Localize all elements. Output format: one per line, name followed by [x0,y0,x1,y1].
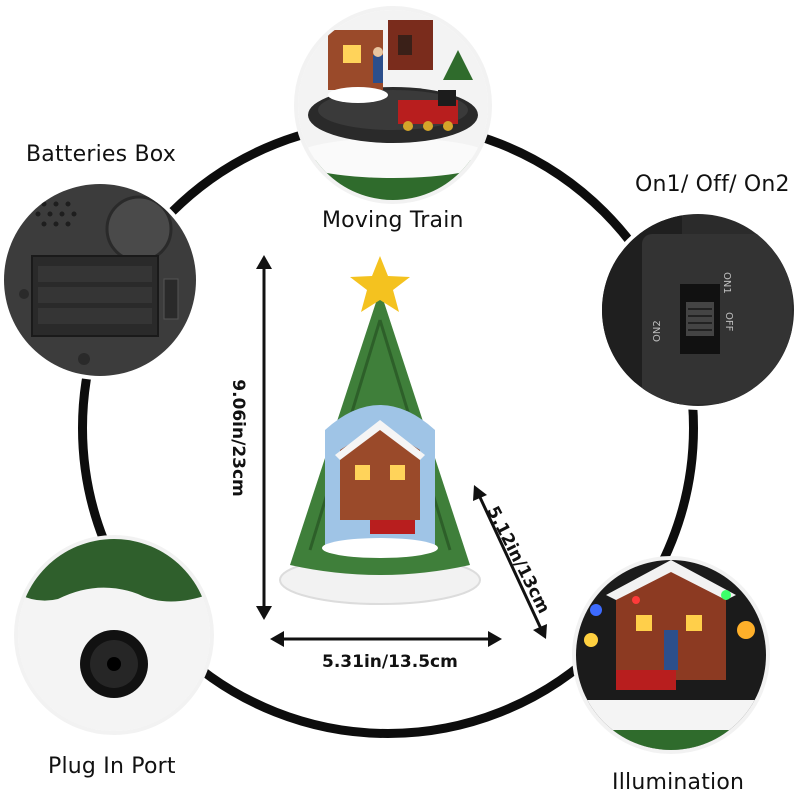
star-icon [350,256,410,312]
batteries-box-photo [0,180,200,380]
moving-train-label: Moving Train [322,208,464,233]
switch-off-mark: OFF [723,312,734,332]
width-arrow [270,631,502,647]
depth-arrow [473,485,547,639]
switch-photo: ON1 OFF ON2 [598,210,798,410]
switch-on2-mark: ON2 [652,320,663,342]
width-dimension: 5.31in/13.5cm [322,652,458,672]
switch-illustration: ON1 OFF ON2 [602,214,794,406]
plug-in-port-photo [14,535,214,735]
battery-compartment-illustration [4,184,196,376]
illuminated-house-illustration [576,560,766,750]
power-port-illustration [18,539,210,731]
plug-in-port-label: Plug In Port [48,754,176,779]
batteries-box-label: Batteries Box [26,142,177,167]
illumination-label: Illumination [612,770,745,795]
switch-label: On1/ Off/ On2 [635,172,790,197]
height-arrow [256,255,272,620]
height-dimension: 9.06in/23cm [228,379,248,497]
train-illustration [298,10,488,200]
moving-train-photo [294,6,492,204]
switch-on1-mark: ON1 [721,272,732,294]
illumination-photo [572,556,770,754]
christmas-tree-product [279,256,481,605]
